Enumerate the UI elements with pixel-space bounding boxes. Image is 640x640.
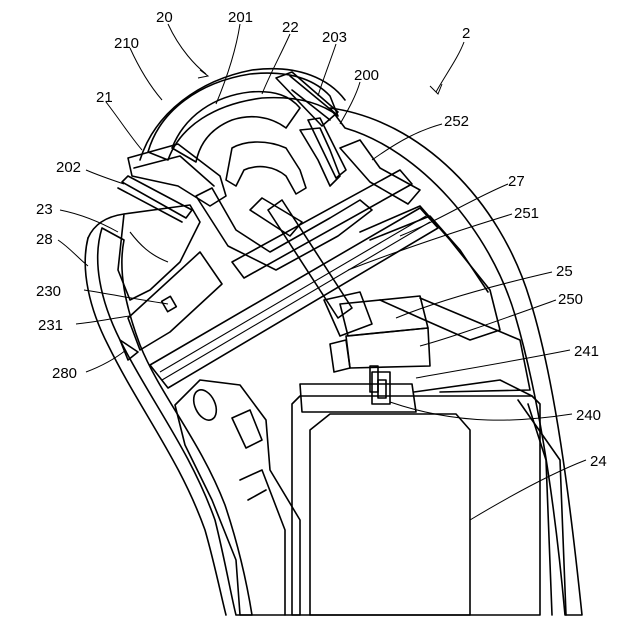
label-28: 28 — [36, 231, 53, 248]
label-251: 251 — [514, 205, 539, 222]
label-24: 24 — [590, 453, 607, 470]
label-203: 203 — [322, 29, 347, 46]
label-230: 230 — [36, 283, 61, 300]
label-201: 201 — [228, 9, 253, 26]
label-240: 240 — [576, 407, 601, 424]
label-25: 25 — [556, 263, 573, 280]
plate-27 — [150, 170, 438, 388]
label-22: 22 — [282, 19, 299, 36]
drive-shaft-251 — [268, 200, 372, 336]
label-231: 231 — [38, 317, 63, 334]
label-2: 2 — [462, 25, 470, 42]
label-21: 21 — [96, 89, 113, 106]
label-210: 210 — [114, 35, 139, 52]
label-20: 20 — [156, 9, 173, 26]
label-241: 241 — [574, 343, 599, 360]
label-250: 250 — [558, 291, 583, 308]
label-200: 200 — [354, 67, 379, 84]
trimmer-202 — [118, 176, 192, 222]
label-280: 280 — [52, 365, 77, 382]
lower-inner-body — [175, 380, 300, 615]
label-252: 252 — [444, 113, 469, 130]
cover-ring-230 — [120, 252, 222, 360]
label-27: 27 — [508, 173, 525, 190]
motor-24 — [292, 372, 566, 615]
blade-holder-21 — [128, 144, 226, 206]
label-202: 202 — [56, 159, 81, 176]
label-23: 23 — [36, 201, 53, 218]
frame-23 — [118, 205, 200, 300]
